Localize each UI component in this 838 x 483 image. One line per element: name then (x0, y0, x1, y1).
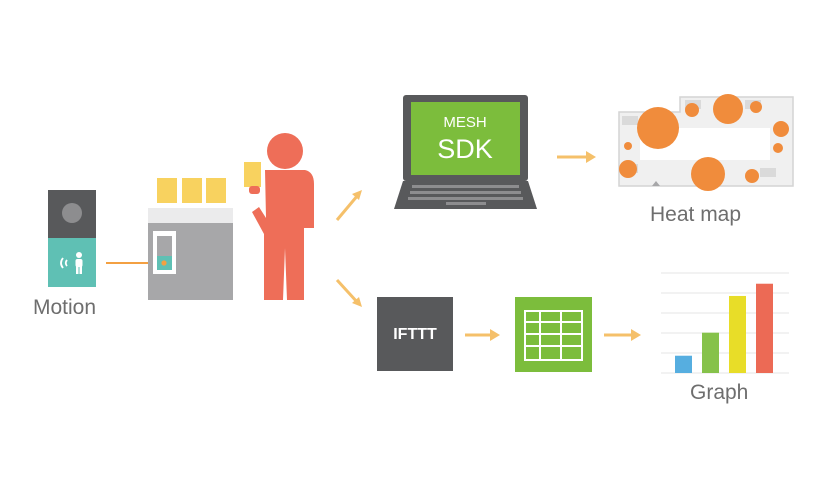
bar-2 (702, 332, 719, 373)
laptop-screen-line1: MESH (443, 114, 486, 131)
bar-4 (756, 283, 773, 373)
tag-dispenser-box-icon (148, 178, 233, 300)
arrow-icon (604, 329, 641, 341)
bar-1 (675, 355, 692, 373)
motion-sensor-icon (48, 190, 96, 287)
motion-label: Motion (33, 296, 97, 319)
ifttt-text: IFTTT (393, 326, 437, 343)
heat-map-icon (618, 94, 794, 191)
arrow-icon (335, 190, 362, 221)
arrow-icon (557, 151, 596, 163)
bar-3 (729, 295, 746, 373)
arrow-icon (335, 278, 362, 307)
person-icon (244, 133, 314, 300)
ifttt-icon: IFTTT (377, 297, 453, 371)
laptop-screen-line2: SDK (437, 134, 493, 164)
heat-map-label: Heat map (650, 203, 742, 226)
bar-graph-icon (661, 272, 789, 374)
laptop-icon: MESH SDK (394, 95, 537, 209)
arrow-icon (465, 329, 500, 341)
spreadsheet-icon (515, 297, 592, 372)
graph-label: Graph (690, 381, 749, 404)
